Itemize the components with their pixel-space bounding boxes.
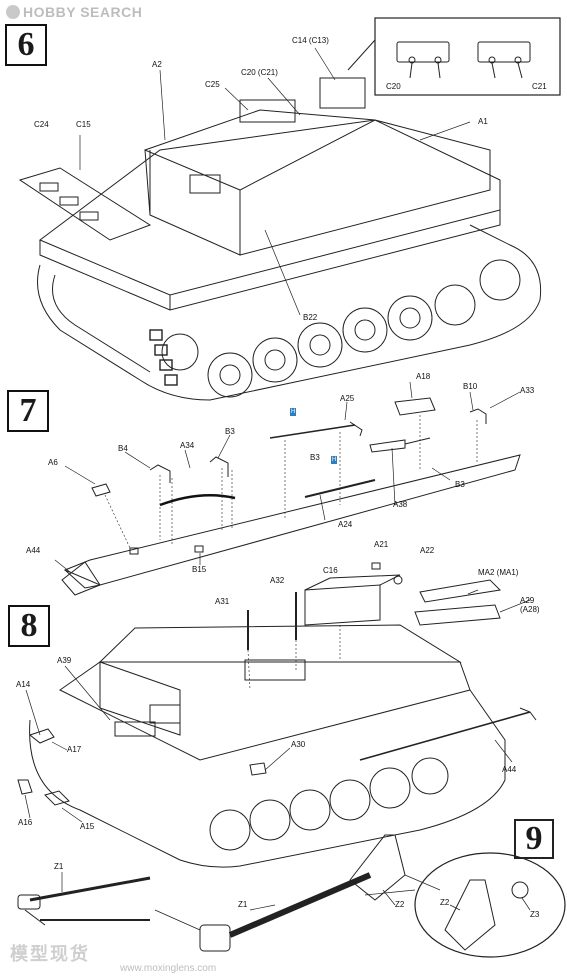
part-label-b4: B4 xyxy=(118,444,128,453)
hobby-search-logo-icon xyxy=(6,5,20,19)
part-label-a44-step8: A44 xyxy=(502,765,517,774)
part-label-a14: A14 xyxy=(16,680,31,689)
part-label-a21: A21 xyxy=(374,540,389,549)
part-label-a24: A24 xyxy=(338,520,353,529)
part-label-z1-sub: Z1 xyxy=(54,862,64,871)
part-label-z2: Z2 xyxy=(395,900,405,909)
part-label-a39: A39 xyxy=(57,656,72,665)
paint-code-h-a25: H xyxy=(290,408,297,416)
part-label-a17: A17 xyxy=(67,745,82,754)
part-label-a29-a28: A29 (A28) xyxy=(520,596,540,614)
part-label-a34: A34 xyxy=(180,441,195,450)
part-label-a22: A22 xyxy=(420,546,435,555)
part-label-c21-inset: C21 xyxy=(532,82,547,91)
step-6-number: 6 xyxy=(5,24,47,66)
part-label-c14-c13: C14 (C13) xyxy=(292,36,329,45)
site-watermark: www.moxinglens.com xyxy=(120,963,217,974)
part-label-b15: B15 xyxy=(192,565,207,574)
part-label-ma2-ma1: MA2 (MA1) xyxy=(478,568,519,577)
part-label-a44-step7: A44 xyxy=(26,546,41,555)
part-label-b22: B22 xyxy=(303,313,318,322)
part-label-z3: Z3 xyxy=(530,910,540,919)
chinese-watermark: 模型现货 xyxy=(10,944,90,965)
step-9-number: 9 xyxy=(525,820,543,857)
part-label-z1-barrel: Z1 xyxy=(238,900,248,909)
part-label-a33: A33 xyxy=(520,386,535,395)
part-label-a2: A2 xyxy=(152,60,162,69)
part-label-z2-inset: Z2 xyxy=(440,898,450,907)
part-label-c15: C15 xyxy=(76,120,91,129)
part-label-c20-inset: C20 xyxy=(386,82,401,91)
part-label-b3-b: B3 xyxy=(310,453,320,462)
part-label-a31: A31 xyxy=(215,597,230,606)
part-label-c16: C16 xyxy=(323,566,338,575)
step9-gun-drawing xyxy=(17,819,566,958)
step6-inset-pointer xyxy=(347,39,376,71)
part-label-b10: B10 xyxy=(463,382,478,391)
step9-number-box xyxy=(514,819,554,859)
part-label-a15: A15 xyxy=(80,822,95,831)
part-label-c24: C24 xyxy=(34,120,49,129)
part-label-a18: A18 xyxy=(416,372,431,381)
part-label-a38: A38 xyxy=(393,500,408,509)
part-label-b3-a: B3 xyxy=(225,427,235,436)
step7-fender-drawing xyxy=(54,381,521,596)
part-label-a16: A16 xyxy=(18,818,33,827)
part-label-a32: A32 xyxy=(270,576,285,585)
part-label-c25: C25 xyxy=(205,80,220,89)
step6-inset-box xyxy=(374,17,561,96)
step-7-number: 7 xyxy=(7,390,49,432)
part-label-a1: A1 xyxy=(478,117,488,126)
part-label-b3-c: B3 xyxy=(455,480,465,489)
hobby-search-watermark: HOBBY SEARCH xyxy=(6,4,142,20)
part-label-c20-c21: C20 (C21) xyxy=(241,68,278,77)
step8-hull-drawing xyxy=(17,574,537,868)
part-label-a6: A6 xyxy=(48,458,58,467)
step-8-number: 8 xyxy=(8,605,50,647)
part-label-a25: A25 xyxy=(340,394,355,403)
paint-code-h-a24: H xyxy=(331,456,338,464)
step6-hull-drawing xyxy=(18,17,561,401)
part-label-a30: A30 xyxy=(291,740,306,749)
